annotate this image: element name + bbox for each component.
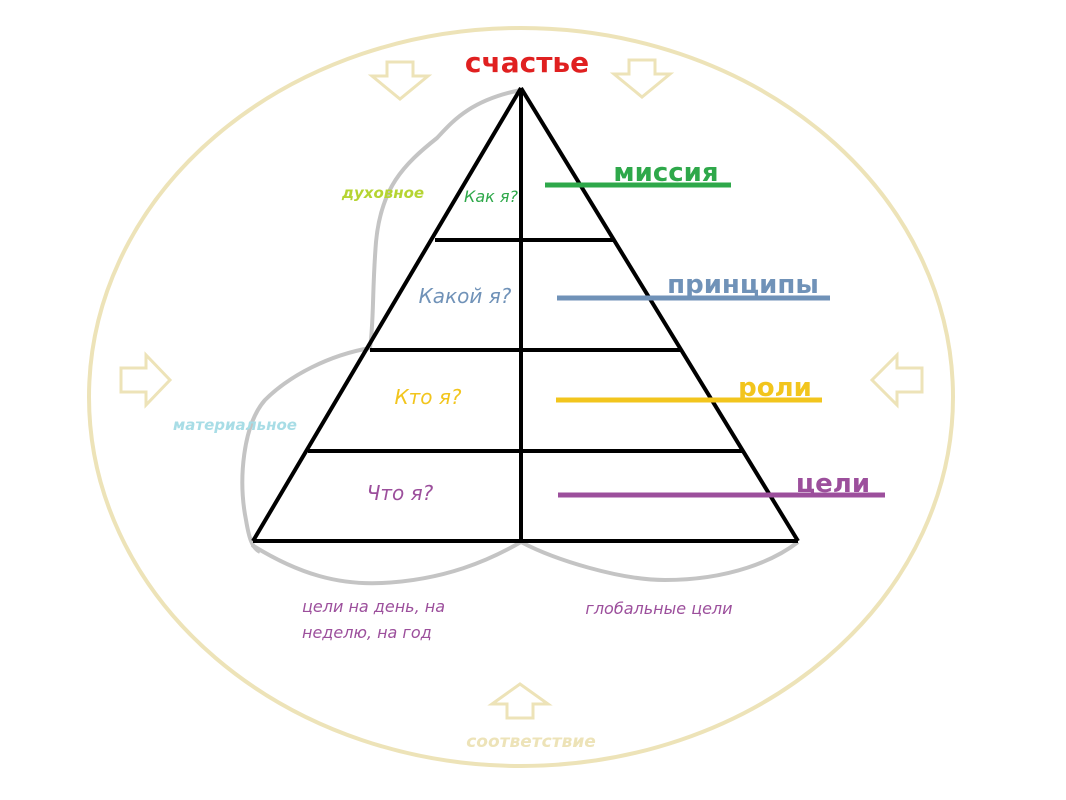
material-label: материальное xyxy=(173,416,297,434)
pyramid xyxy=(251,86,800,543)
short-term-goals-line2: неделю, на год xyxy=(302,623,432,642)
spiritual-outline xyxy=(368,88,522,349)
pyramid-left-edge xyxy=(251,86,523,543)
principles-label: принципы xyxy=(667,270,819,300)
arrow-bottom-icon xyxy=(487,682,553,720)
spiritual-label: духовное xyxy=(341,184,424,202)
mission-label: миссия xyxy=(613,158,718,188)
goals-label: цели xyxy=(796,469,870,499)
happiness-title: счастье xyxy=(465,46,589,79)
roles-question: Кто я? xyxy=(394,385,461,409)
principles-question: Какой я? xyxy=(419,284,512,308)
material-outline xyxy=(240,346,371,554)
arrow-right-icon xyxy=(869,351,924,409)
bottom-outline xyxy=(250,539,800,586)
short-term-goals-line1: цели на день, на xyxy=(302,597,445,616)
roles-label: роли xyxy=(738,373,812,403)
arrow-top-right-icon xyxy=(609,58,675,99)
global-goals-label: глобальные цели xyxy=(585,599,732,618)
correspondence-label: соответствие xyxy=(466,732,596,752)
pyramid-right-edge xyxy=(519,86,800,543)
harmony-ellipse xyxy=(87,26,955,768)
goals-question: Что я? xyxy=(367,481,434,505)
arrow-left-icon xyxy=(119,351,173,409)
arrow-top-left-icon xyxy=(367,60,433,101)
mission-question: Как я? xyxy=(464,187,519,206)
